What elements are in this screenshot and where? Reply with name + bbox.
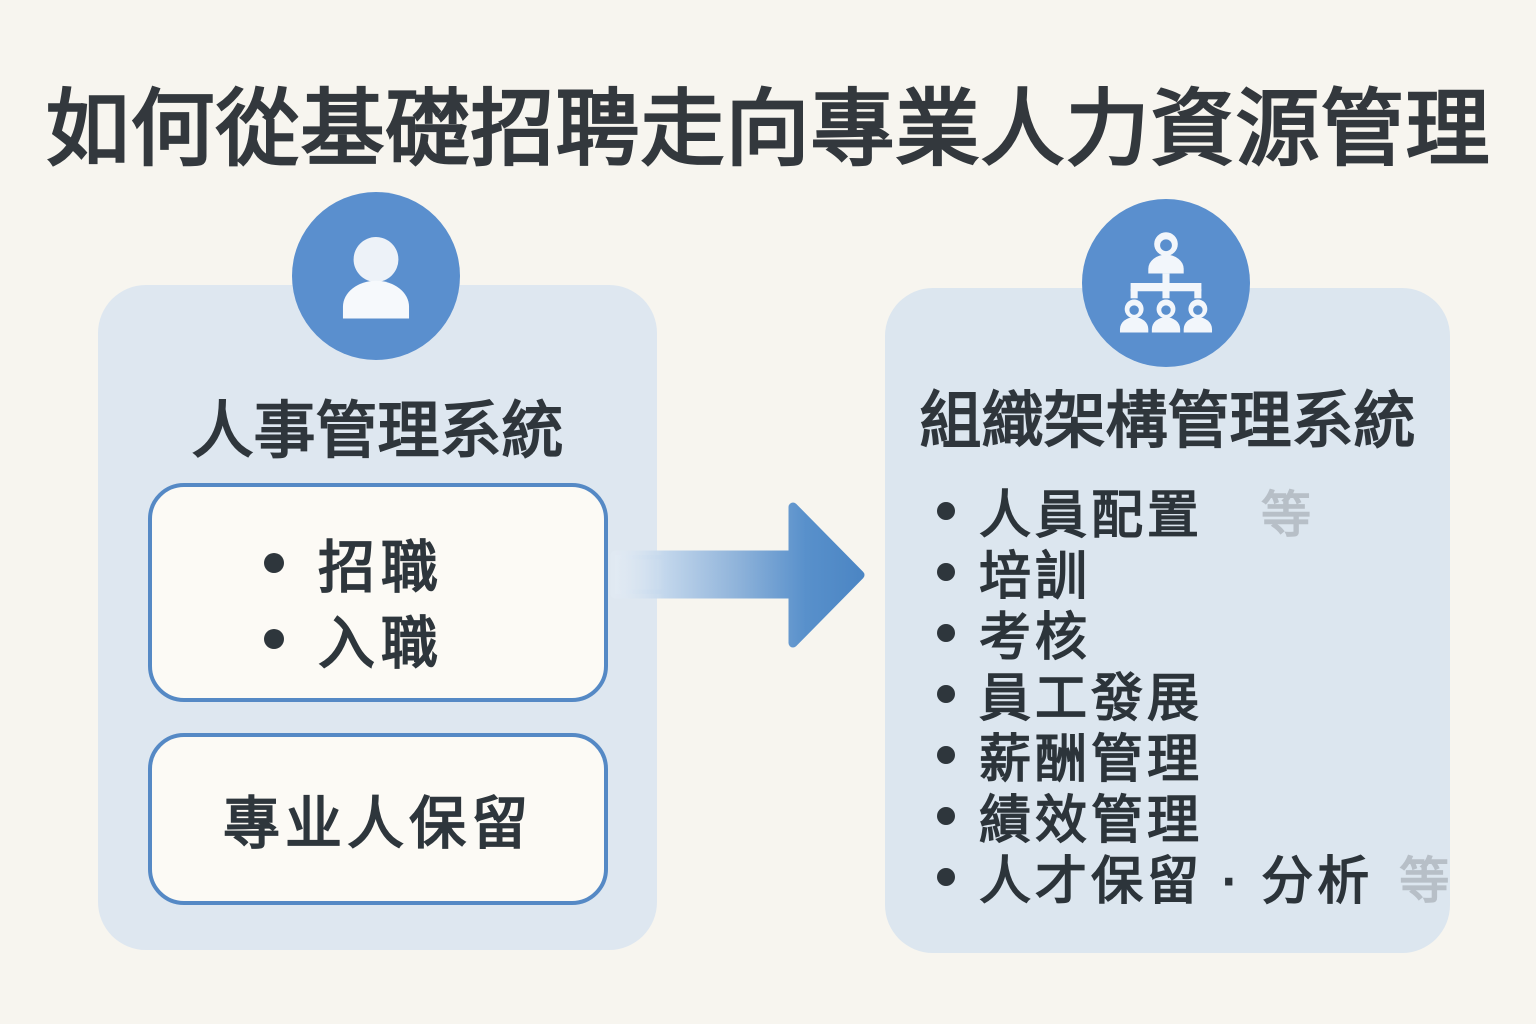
feature-list: 人員配置 等 培訓 考核 員工發展 薪酬管理 [937, 480, 1449, 911]
right-panel: 組織架構管理系統 人員配置 等 培訓 考核 員工發展 [885, 288, 1450, 953]
retention-box: 專业人保留 [148, 733, 608, 905]
page-title: 如何從基礎招聘走向專業人力資源管理 [45, 82, 1491, 176]
bullet-dot [264, 629, 284, 649]
list-item: 績效管理 [937, 785, 1417, 850]
list-item: 員工發展 [937, 663, 1417, 728]
right-panel-title: 組織架構管理系統 [919, 387, 1416, 456]
left-panel: 人事管理系統 招職 入職 專业人保留 [98, 285, 657, 950]
retention-box-label: 專业人保留 [223, 792, 533, 856]
org-chart-icon [1082, 199, 1250, 367]
bullet-dot [937, 867, 955, 886]
bullet-dot [264, 553, 284, 573]
bullet-dot [937, 806, 955, 825]
list-item-label: 入職 [318, 612, 444, 676]
list-item: 招職 [264, 525, 604, 601]
list-item: 薪酬管理 [937, 724, 1417, 789]
list-item: 入職 [264, 601, 604, 677]
list-item-label: 招職 [318, 536, 444, 600]
bullet-dot [937, 501, 955, 520]
recruitment-box: 招職 入職 [148, 483, 608, 702]
bullet-dot [937, 684, 955, 703]
list-item-label: 考核 [979, 609, 1092, 667]
list-item-label: 績效管理 [979, 792, 1204, 850]
bullet-dot [937, 562, 955, 581]
bullet-dot [937, 745, 955, 764]
list-item-label: 培訓 [979, 548, 1092, 606]
user-icon [292, 192, 460, 360]
arrow-right-icon [595, 485, 880, 665]
list-item-label: 人員配置 [979, 487, 1204, 545]
list-item: 考核 [937, 602, 1417, 667]
etc-label: 等 [1399, 852, 1450, 909]
list-item: 培訓 [937, 541, 1417, 606]
list-item: 人員配置 等 [937, 480, 1417, 545]
etc-label: 等 [1261, 486, 1312, 543]
left-panel-title: 人事管理系統 [191, 397, 564, 466]
list-item-label: 員工發展 [979, 670, 1204, 728]
list-item: 人才保留 · 分析 等 [937, 846, 1449, 911]
list-item-label: 薪酬管理 [979, 731, 1204, 789]
bullet-dot [937, 623, 955, 642]
list-item-label: 人才保留 · 分析 [979, 853, 1374, 911]
